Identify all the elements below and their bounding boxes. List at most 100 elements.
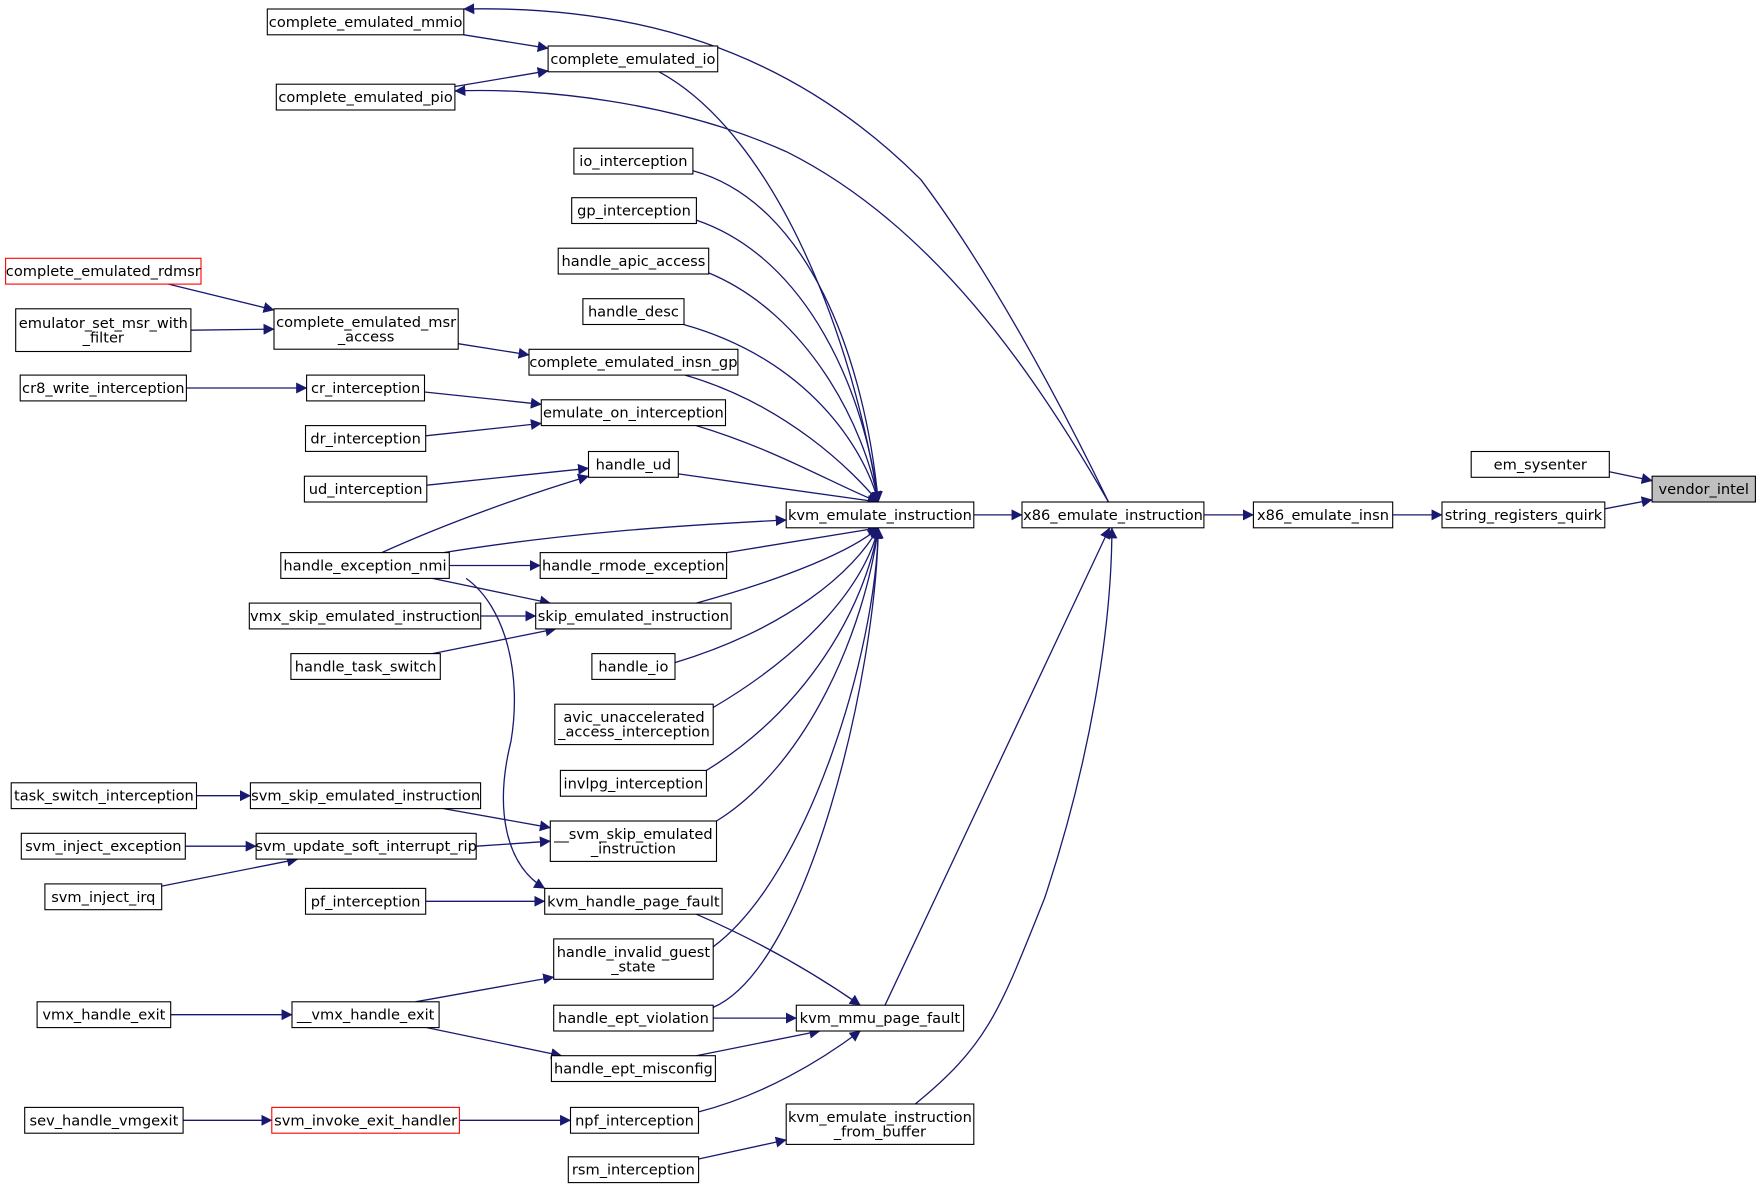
node-kvm-emulate-instruction-from-buffer[interactable]: kvm_emulate_instruction_from_buffer [785,1103,975,1145]
node-box [528,348,739,376]
node-label: svm_inject_exception [25,838,181,855]
node-label: handle_exception_nmi [283,558,446,575]
node-svm-skip-emulated-instruction[interactable]: svm_skip_emulated_instruction [249,782,482,810]
node-label: emulate_on_interception [543,405,724,422]
node-avic-unaccelerated-access-interception[interactable]: avic_unaccelerated_access_interception [554,703,714,746]
node-handle-apic-access[interactable]: handle_apic_access [557,247,710,275]
node---svm-skip-emulated-instruction[interactable]: __svm_skip_emulated_instruction [549,820,718,862]
node-handle-invalid-guest-state[interactable]: handle_invalid_guest_state [553,938,714,980]
node-svm-update-soft-interrupt-rip[interactable]: svm_update_soft_interrupt_rip [255,832,477,860]
nodes-layer: vendor_intel em_sysenter string_registers_… [5,8,1756,1184]
edge-__svm_skip_emulated_instruction-to-kvm_emulate_instruction [716,527,883,822]
node-box [248,602,482,630]
node-vmx-skip-emulated-instruction[interactable]: vmx_skip_emulated_instruction [248,602,482,630]
edge-x86_emulate_instruction-to-complete_emulated_mmio [463,3,1110,503]
node-label: em_sysenter [1494,456,1587,473]
node-kvm-handle-page-fault[interactable]: kvm_handle_page_fault [544,887,723,915]
node-label: _access_interception [557,724,710,741]
node-svm-invoke-exit-handler[interactable]: svm_invoke_exit_handler [271,1106,460,1134]
edge-__vmx_handle_exit-to-handle_invalid_guest_state [415,973,555,1003]
node-box [304,425,427,452]
edge-svm_skip_emulated_instruction-to-__svm_skip_emulated_instruction [443,807,551,832]
node-io-interception[interactable]: io_interception [573,147,694,175]
node-em-sysenter[interactable]: em_sysenter [1470,450,1610,478]
node-rsm-interception[interactable]: rsm_interception [567,1156,700,1184]
edge-skip_emulated_instruction-to-kvm_emulate_instruction [696,527,879,604]
edge-handle_exception_nmi-to-skip_emulated_instruction [432,577,551,607]
node-cr8-write-interception[interactable]: cr8_write_interception [19,374,187,402]
node-invlpg-interception[interactable]: invlpg_interception [559,769,707,797]
node-handle-desc[interactable]: handle_desc [582,298,685,326]
edge-handle_desc-to-kvm_emulate_instruction [683,323,882,503]
node-label: vmx_skip_emulated_instruction [250,608,480,625]
node-svm-inject-exception[interactable]: svm_inject_exception [20,832,186,860]
node-box [304,887,427,915]
node-task-switch-interception[interactable]: task_switch_interception [10,782,198,810]
edges-layer [161,3,1653,1160]
node-svm-inject-irq[interactable]: svm_inject_irq [44,883,163,911]
node-complete-emulated-rdmsr[interactable]: complete_emulated_rdmsr [5,257,202,285]
node-complete-emulated-io[interactable]: complete_emulated_io [547,45,719,73]
edge-cr_interception-to-emulate_on_interception [424,391,542,409]
node-box [255,832,477,860]
node-box [553,938,714,980]
node-label: string_registers_quirk [1445,507,1603,524]
node-x86-emulate-insn[interactable]: x86_emulate_insn [1252,501,1394,529]
node-pf-interception[interactable]: pf_interception [304,887,427,915]
node-box [544,887,723,915]
node-vendor-intel[interactable]: vendor_intel [1651,475,1756,503]
node-label: x86_emulate_instruction [1023,507,1203,524]
node-vmx-handle-exit[interactable]: vmx_handle_exit [36,1001,172,1029]
node-box [291,1001,440,1029]
node-sev-handle-vmgexit[interactable]: sev_handle_vmgexit [24,1106,184,1134]
node-label: handle_ept_misconfig [554,1061,713,1078]
node-gp-interception[interactable]: gp_interception [571,197,697,225]
node-box [1021,501,1205,529]
edge-invlpg_interception-to-kvm_emulate_instruction [706,527,882,771]
node-ud-interception[interactable]: ud_interception [303,475,428,503]
edge-handle_exception_nmi-to-kvm_emulate_instruction [443,515,787,554]
node-handle-ept-misconfig[interactable]: handle_ept_misconfig [550,1055,716,1083]
node-label: __vmx_handle_exit [296,1007,435,1024]
node-complete-emulated-mmio[interactable]: complete_emulated_mmio [266,8,465,36]
node-handle-exception-nmi[interactable]: handle_exception_nmi [280,552,450,579]
edge-handle_apic_access-to-kvm_emulate_instruction [708,272,882,503]
node-handle-rmode-exception[interactable]: handle_rmode_exception [539,552,728,579]
node-box [5,257,202,285]
node-handle-ud[interactable]: handle_ud [587,450,679,478]
node-dr-interception[interactable]: dr_interception [304,425,427,452]
node-kvm-emulate-instruction[interactable]: kvm_emulate_instruction [785,501,975,529]
edge-emulate_on_interception-to-kvm_emulate_instruction [696,424,879,504]
node-box [266,8,465,36]
node-label: emulator_set_msr_with [19,315,188,332]
node-handle-task-switch[interactable]: handle_task_switch [290,653,441,680]
edge-handle_task_switch-to-skip_emulated_instruction [432,625,557,655]
edge-handle_invalid_guest_state-to-kvm_emulate_instruction [712,527,884,948]
node-box [10,782,198,810]
node-x86-emulate-instruction[interactable]: x86_emulate_instruction [1021,501,1205,529]
node-complete-emulated-insn-gp[interactable]: complete_emulated_insn_gp [528,348,739,376]
node-box [571,197,697,225]
node-label: vmx_handle_exit [42,1007,165,1024]
node-skip-emulated-instruction[interactable]: skip_emulated_instruction [535,602,732,630]
edge-emulator_set_msr_with_filter-to-complete_emulated_msr_access [190,323,275,335]
node-npf-interception[interactable]: npf_interception [569,1106,700,1134]
node-handle-io[interactable]: handle_io [591,653,676,680]
node-label: io_interception [579,153,687,170]
node-label: handle_apic_access [562,253,706,270]
node-label: pf_interception [311,893,421,910]
node-label: complete_emulated_pio [278,89,452,106]
node-label: handle_ept_violation [558,1010,709,1027]
node-string-registers-quirk[interactable]: string_registers_quirk [1441,501,1606,529]
node-emulate-on-interception[interactable]: emulate_on_interception [540,399,727,427]
node-handle-ept-violation[interactable]: handle_ept_violation [553,1004,714,1032]
edge-npf_interception-to-kvm_mmu_page_fault [698,1030,861,1113]
node---vmx-handle-exit[interactable]: __vmx_handle_exit [291,1001,440,1029]
node-complete-emulated-msr-access[interactable]: complete_emulated_msr_access [273,308,459,350]
node-emulator-set-msr-with-filter[interactable]: emulator_set_msr_with_filter [15,308,192,353]
node-cr-interception[interactable]: cr_interception [306,374,426,402]
node-complete-emulated-pio[interactable]: complete_emulated_pio [275,83,456,111]
node-box [540,399,727,427]
node-kvm-mmu-page-fault[interactable]: kvm_mmu_page_fault [795,1004,965,1032]
node-box [582,298,685,326]
